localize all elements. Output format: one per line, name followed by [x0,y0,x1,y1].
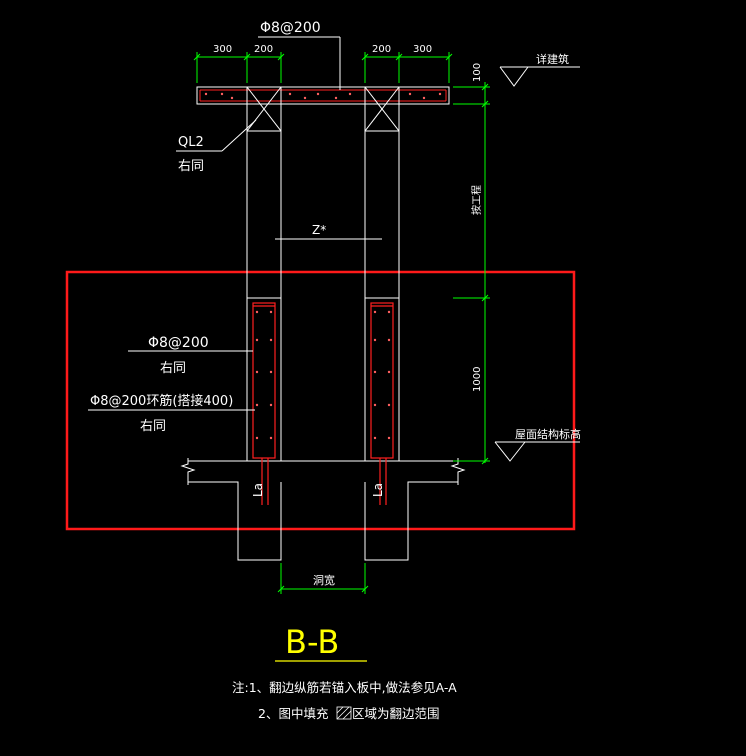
dim-top-left-300: 300 [213,44,232,55]
left-wall-rebar-dots [255,310,273,440]
right-la-label: La [371,483,385,497]
rebar-1-label: Φ8@200 [148,335,209,351]
right-wall-rebar-dots [373,310,391,440]
ring-beam-left [246,86,282,132]
bottom-dimension-line [277,563,369,594]
ring-beam-right [364,86,400,132]
right-dimension-lines [453,82,490,465]
left-wall-rebar [252,302,276,505]
elevation-roof-label: 屋面结构标高 [515,427,581,441]
dim-bottom-width: 洞宽 [313,573,335,587]
rebar-1-note: 右同 [160,361,186,376]
dim-right-100: 100 [472,63,483,82]
note-line-2-suffix: 区域为翻边范围 [352,706,440,721]
leader-lines [88,36,580,462]
ql2-label: QL2 [178,135,204,150]
left-la-label: La [251,483,265,497]
highlight-box [65,270,576,531]
slab-rebar-dots [204,92,442,100]
top-slab [196,86,450,105]
dim-top-left-200: 200 [254,44,273,55]
column-outlines [246,131,400,462]
ql2-note: 右同 [178,159,204,174]
dim-top-right-200: 200 [372,44,391,55]
rebar-2-note: 右同 [140,419,166,434]
note-line-2-prefix: 2、图中填充 [258,706,328,721]
rebar-2-label: Φ8@200环筋(搭接400) [90,393,233,409]
note-line-1: 注:1、翻边纵筋若锚入板中,做法参见A-A [232,680,457,695]
roof-slab [180,458,466,561]
elevation-top-label: 详建筑 [536,52,569,66]
top-rebar-label: Φ8@200 [260,20,321,36]
right-wall-rebar [370,302,394,505]
top-dimension-lines [193,52,453,83]
dim-right-variable: 按工程 [470,185,483,215]
section-title: B-B [285,623,339,661]
dim-top-right-300: 300 [413,44,432,55]
dim-right-1000: 1000 [472,367,483,392]
z-star-label: Z* [312,223,326,237]
fill-pattern-swatch [336,706,352,720]
